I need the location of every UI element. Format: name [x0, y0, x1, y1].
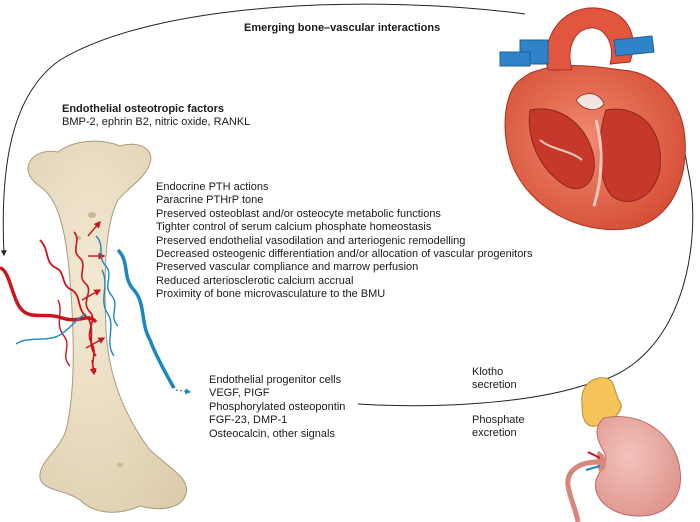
kidney-body: [595, 416, 681, 517]
artery-flow-arrow: [85, 337, 106, 349]
endothelial-factors-list: BMP-2, ephrin B2, nitric oxide, RANKL: [62, 116, 251, 128]
renal-vessel: [585, 465, 601, 471]
diagram-title: Emerging bone–vascular interactions: [244, 22, 441, 34]
phosphate-excretion-label: Phosphate excretion: [472, 414, 525, 441]
bone-signal-item: VEGF, PIGF: [209, 387, 270, 400]
phosphate-label-line: excretion: [472, 427, 517, 440]
pulmonary-vessel: [499, 51, 531, 67]
vein-vessel: [101, 269, 115, 357]
heart-chamber: [528, 108, 595, 189]
aorta: [545, 7, 634, 71]
arrow-bone-to-kidney: [357, 384, 586, 407]
bone-effect-item: Endocrine PTH actions: [156, 181, 269, 193]
heart-tissue: [539, 139, 583, 161]
bone-effects-list: Endocrine PTH actions Paracrine PTHrP to…: [156, 181, 532, 302]
bone-effect-item: Tighter control of serum calcium phospha…: [156, 221, 432, 234]
vein-vessel: [95, 235, 119, 327]
bone-shape: [27, 140, 188, 513]
bone-signal-item: Osteocalcin, other signals: [209, 427, 335, 440]
kidney: [565, 377, 681, 522]
klotho-label-line: Klotho: [472, 366, 504, 378]
bone-signal-item: FGF-23, DMP-1: [209, 414, 288, 427]
heart-valve: [575, 93, 605, 110]
ureter: [565, 459, 599, 522]
bone-effect-item: Reduced arteriosclerotic calcium accrual: [156, 274, 354, 287]
arrow-heart-to-bone: [0, 3, 526, 257]
endothelial-factors-heading: Endothelial osteotropic factors: [62, 103, 224, 115]
bone-pore: [88, 212, 96, 218]
heart-septum: [592, 119, 603, 207]
artery-vessel: [39, 239, 97, 357]
bone-effect-item: Preserved endothelial vasodilation and a…: [156, 234, 466, 247]
artery-flow-arrow: [87, 220, 101, 237]
bone-effect-item: Preserved vascular compliance and marrow…: [156, 261, 419, 274]
artery-vessel: [57, 299, 71, 367]
bone-signal-item: Phosphorylated osteopontin: [209, 400, 346, 413]
klotho-secretion-label: Klotho secretion: [472, 366, 517, 393]
klotho-label-line: secretion: [472, 379, 517, 392]
bone-effect-item: Paracrine PTHrP tone: [156, 194, 264, 207]
renal-vessel: [587, 451, 601, 459]
bone-pore: [117, 463, 123, 467]
artery-flow-arrow: [89, 359, 97, 376]
bone-signal-item: Endothelial progenitor cells: [209, 374, 342, 386]
artery-flow-arrow: [81, 289, 102, 301]
heart: [499, 7, 686, 231]
artery-vessel: [0, 266, 98, 324]
vein-flow-arrow: [175, 388, 192, 395]
bone-effect-item: Decreased osteogenic differentiation and…: [156, 248, 533, 261]
phosphate-label-line: Phosphate: [472, 414, 525, 426]
bone: [0, 140, 192, 513]
bone-effect-item: Preserved osteoblast and/or osteocyte me…: [156, 207, 441, 220]
adrenal-gland: [581, 377, 622, 427]
vein-vessel: [116, 248, 176, 389]
bone-effect-item: Proximity of bone microvasculature to th…: [156, 288, 386, 301]
pulmonary-vessel: [613, 35, 655, 57]
bone-signals-list: Endothelial progenitor cells VEGF, PIGF …: [209, 374, 345, 441]
vein-vessel: [15, 313, 87, 345]
